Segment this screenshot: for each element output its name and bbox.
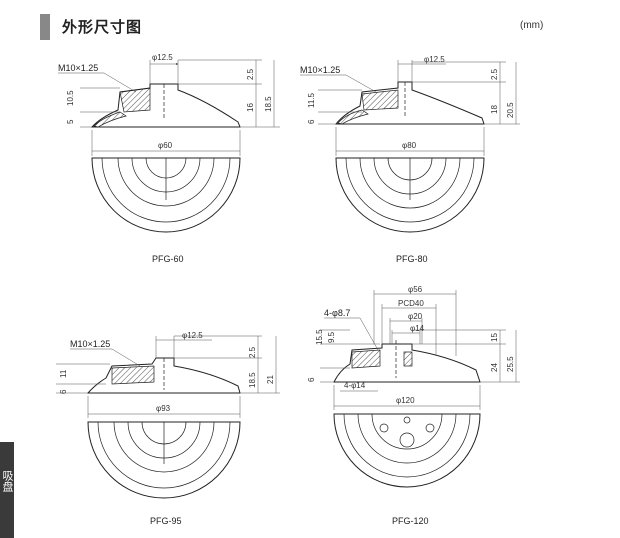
model-label: PFG-95 bbox=[150, 516, 182, 526]
side-tab-label: 吸盘 bbox=[1, 470, 13, 492]
d56-label: φ56 bbox=[408, 285, 423, 294]
dim-label: 11 bbox=[59, 369, 68, 378]
dim-label: 2.5 bbox=[248, 346, 257, 358]
diagram-pfg-60: φ12.5 M10×1.25 10.5 5 2.5 16 18.5 φ60 bbox=[58, 53, 280, 264]
dim-label: 10.5 bbox=[66, 90, 75, 106]
dim-label: 20.5 bbox=[506, 102, 515, 118]
side-view: φ12.5 M10×1.25 11 6 2.5 18.5 21 φ93 bbox=[56, 331, 280, 418]
d20-label: φ20 bbox=[408, 312, 423, 321]
base-diameter-label: φ93 bbox=[156, 404, 171, 413]
dim-label: 6 bbox=[307, 119, 316, 124]
pcd-label: PCD40 bbox=[398, 299, 424, 308]
d14-label: φ14 bbox=[410, 324, 425, 333]
model-label: PFG-120 bbox=[392, 516, 429, 526]
top-diameter-label: φ12.5 bbox=[182, 331, 203, 340]
lower-holes-label: 4-φ14 bbox=[344, 381, 366, 390]
header-marker bbox=[40, 14, 50, 40]
section-title: 外形尺寸图 bbox=[62, 19, 143, 36]
dim-label: 24 bbox=[490, 363, 499, 372]
bottom-view bbox=[87, 421, 241, 499]
holes-label: 4-φ8.7 bbox=[324, 308, 350, 318]
side-tab: 吸盘 bbox=[0, 442, 14, 538]
base-diameter-label: φ120 bbox=[396, 396, 415, 405]
base-diameter-label: φ80 bbox=[402, 141, 417, 150]
thread-label: M10×1.25 bbox=[300, 65, 340, 75]
top-diameter-label: φ12.5 bbox=[152, 53, 173, 62]
dim-label: 18.5 bbox=[264, 96, 273, 112]
bottom-view bbox=[91, 157, 241, 233]
dim-label: 6 bbox=[59, 389, 68, 394]
dim-label: 25.5 bbox=[506, 356, 515, 372]
dim-label: 6 bbox=[307, 377, 316, 382]
dim-label: 2.5 bbox=[490, 68, 499, 80]
side-view: φ56 PCD40 φ20 φ14 4-φ8.7 15.5 9.5 6 bbox=[307, 285, 520, 410]
bottom-view bbox=[335, 157, 485, 233]
thread-label: M10×1.25 bbox=[58, 63, 98, 73]
dim-label: 18 bbox=[490, 105, 499, 114]
model-label: PFG-80 bbox=[396, 254, 428, 264]
dim-label: 9.5 bbox=[327, 331, 336, 343]
dim-label: 5 bbox=[66, 119, 75, 124]
diagram-pfg-80: φ12.5 M10×1.25 11.5 6 2.5 18 20.5 φ80 bbox=[300, 55, 520, 264]
side-view: φ12.5 M10×1.25 10.5 5 2.5 16 18.5 φ60 bbox=[58, 53, 280, 156]
dim-label: 2.5 bbox=[246, 68, 255, 80]
model-label: PFG-60 bbox=[152, 254, 184, 264]
unit-label: (mm) bbox=[520, 20, 544, 31]
diagram-pfg-120: φ56 PCD40 φ20 φ14 4-φ8.7 15.5 9.5 6 bbox=[307, 285, 520, 526]
thread-label: M10×1.25 bbox=[70, 339, 110, 349]
side-view: φ12.5 M10×1.25 11.5 6 2.5 18 20.5 φ80 bbox=[300, 55, 520, 156]
diagram-pfg-95: φ12.5 M10×1.25 11 6 2.5 18.5 21 φ93 bbox=[56, 331, 280, 526]
dim-label: 15 bbox=[490, 333, 499, 342]
dim-label: 15.5 bbox=[315, 329, 324, 345]
dim-label: 16 bbox=[246, 103, 255, 112]
dim-label: 21 bbox=[266, 375, 275, 384]
dim-label: 18.5 bbox=[248, 372, 257, 388]
base-diameter-label: φ60 bbox=[158, 141, 173, 150]
dim-label: 11.5 bbox=[307, 92, 316, 108]
section-header: 外形尺寸图 (mm) bbox=[0, 0, 620, 40]
bottom-view bbox=[333, 413, 481, 488]
top-diameter-label: φ12.5 bbox=[424, 55, 445, 64]
